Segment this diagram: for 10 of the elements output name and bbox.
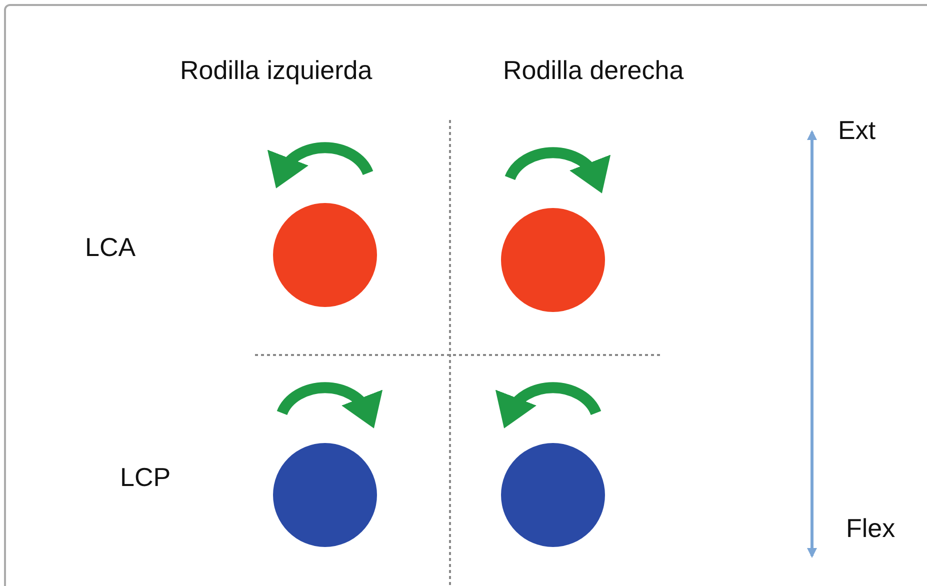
column-heading: Rodilla izquierda [180, 55, 372, 86]
axis-label: Flex [846, 513, 896, 544]
row-label: LCP [120, 462, 171, 493]
circle-marker [272, 442, 378, 548]
axis-label: Ext [838, 115, 876, 146]
circle-marker [500, 207, 606, 313]
circle-marker [500, 442, 606, 548]
circle-marker [272, 202, 378, 308]
row-label: LCA [85, 232, 136, 263]
column-heading: Rodilla derecha [503, 55, 684, 86]
